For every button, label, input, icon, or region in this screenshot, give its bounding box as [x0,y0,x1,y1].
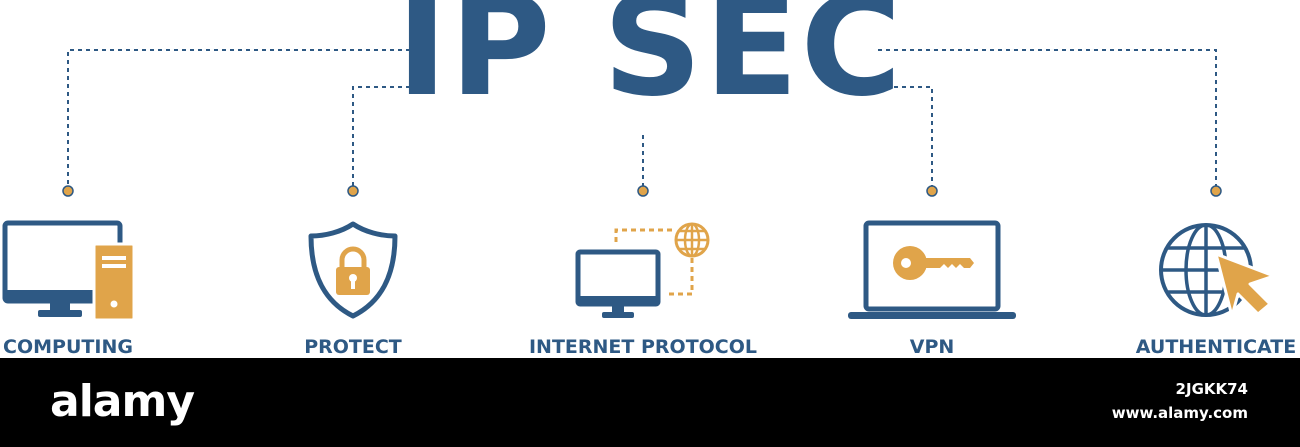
connector-dot-protect [347,185,359,197]
site-url: www.alamy.com [1111,404,1248,422]
connector-lines [62,49,1222,197]
connector-vpn [878,86,933,186]
connector-dot-vpn [926,185,938,197]
globe-cursor-icon [1159,223,1276,318]
connector-dot-computing [62,185,74,197]
label-internet-protocol: INTERNET PROTOCOL [528,336,758,358]
computer-monitor-tower-icon [2,220,136,322]
label-vpn: VPN [909,336,955,358]
watermark-footer: alamy 2JGKK74 www.alamy.com [0,358,1300,447]
connector-protect [352,86,410,186]
label-computing: COMPUTING [3,336,133,358]
shield-lock-icon [308,221,398,319]
laptop-key-icon [848,220,1016,319]
alamy-logo: alamy [50,376,195,427]
monitor-globe-network-icon [575,222,710,318]
connector-dot-internet-protocol [637,185,649,197]
connector-authenticate [878,49,1217,186]
page-title: IP SEC [396,0,904,127]
label-protect: PROTECT [304,336,402,358]
connector-computing [67,49,410,186]
infographic: IP SEC [2,0,1297,358]
label-authenticate: AUTHENTICATE [1135,336,1297,358]
image-id: 2JGKK74 [1175,380,1248,398]
connector-dot-authenticate [1210,185,1222,197]
